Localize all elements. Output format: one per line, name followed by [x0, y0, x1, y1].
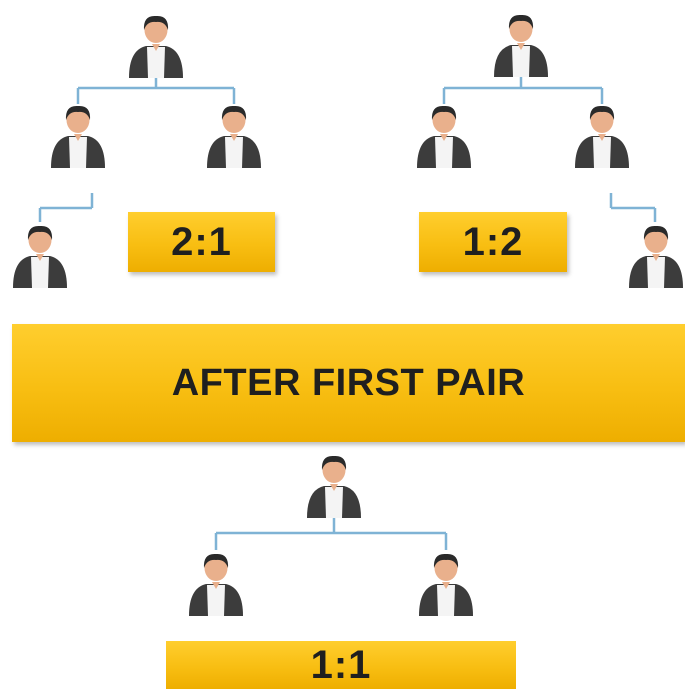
ratio-box-1-2: 1:2: [419, 212, 567, 272]
person-bottom-root-icon: [307, 455, 361, 518]
person-top-right-icon: [494, 14, 548, 77]
person-top-left-icon: [129, 15, 183, 78]
person-right-child-b-icon: [575, 105, 629, 168]
person-bottom-child-a-icon: [189, 553, 243, 616]
person-right-child-a-icon: [417, 105, 471, 168]
person-right-spillover-icon: [629, 225, 683, 288]
person-left-child-b-icon: [207, 105, 261, 168]
after-first-pair-banner: AFTER FIRST PAIR: [12, 324, 685, 442]
people-group: [13, 14, 683, 616]
person-left-spillover-icon: [13, 225, 67, 288]
person-left-child-a-icon: [51, 105, 105, 168]
ratio-box-1-1: 1:1: [166, 641, 516, 689]
connector-lines: [38, 73, 657, 550]
ratio-box-2-1: 2:1: [128, 212, 275, 272]
person-bottom-child-b-icon: [419, 553, 473, 616]
